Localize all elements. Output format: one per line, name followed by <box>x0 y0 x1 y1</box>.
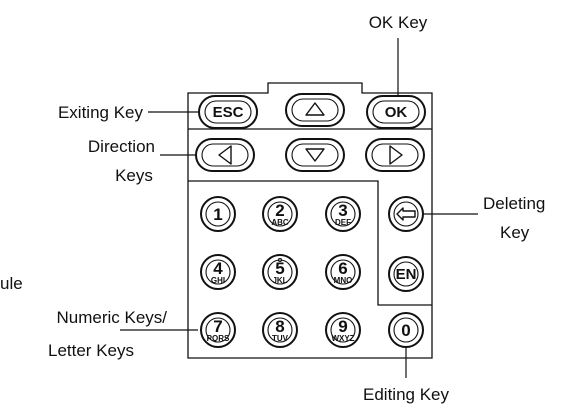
number-key-letters: MNO <box>334 276 353 285</box>
number-key-digit: 9 <box>338 317 347 336</box>
left-key[interactable] <box>195 138 255 172</box>
ok-key-callout: OK Key <box>369 13 428 32</box>
left-triangle-icon <box>218 145 232 165</box>
up-key[interactable] <box>285 93 345 127</box>
right-triangle-icon <box>389 145 403 165</box>
number-key-letters: TUV <box>272 334 289 343</box>
number-key-digit: 8 <box>275 317 284 336</box>
number-key-letters: JKL <box>272 276 287 285</box>
zero-key-label: 0 <box>401 321 410 340</box>
number-key-letters: WXYZ <box>331 334 354 343</box>
number-key-digit: 5 <box>275 259 284 278</box>
deleting-key-callout-line2: Key <box>500 223 530 242</box>
delete-key[interactable] <box>388 196 424 232</box>
module-callout-fragment: ule <box>0 274 23 293</box>
direction-keys-callout-line1: Direction <box>88 137 155 156</box>
number-key-letters: ABC <box>271 218 289 227</box>
number-key-digit: 1 <box>213 205 222 224</box>
tactile-dot-icon <box>277 257 283 263</box>
backspace-arrow-icon <box>396 207 416 221</box>
ok-key-label: OK <box>385 104 408 121</box>
en-key-label: EN <box>396 266 417 283</box>
ok-key[interactable]: OK <box>366 95 426 129</box>
number-key-digit: 7 <box>213 317 222 336</box>
down-triangle-icon <box>305 148 325 162</box>
number-key-letters: GHI <box>211 276 225 285</box>
numeric-keys-callout-line2: Letter Keys <box>48 341 134 360</box>
keypad-outline <box>187 82 433 359</box>
editing-key-callout: Editing Key <box>363 385 449 404</box>
number-key-digit: 4 <box>213 259 223 278</box>
number-key-letters: DEF <box>335 218 351 227</box>
number-key-letters: PQRS <box>207 334 230 343</box>
deleting-key-callout-line1: Deleting <box>483 194 545 213</box>
up-triangle-icon <box>305 102 325 116</box>
exiting-key-callout: Exiting Key <box>58 103 144 122</box>
number-key-digit: 3 <box>338 201 347 220</box>
right-key[interactable] <box>365 138 425 172</box>
numeric-keys-callout-line1: Numeric Keys/ <box>56 308 167 327</box>
en-key[interactable]: EN <box>388 256 424 292</box>
esc-key[interactable]: ESC <box>198 95 258 129</box>
direction-keys-callout-line2: Keys <box>115 166 153 185</box>
number-key-1[interactable]: 1 <box>200 196 236 232</box>
keypad-inner-divider <box>188 180 432 306</box>
down-key[interactable] <box>285 138 345 172</box>
zero-key[interactable]: 0 <box>388 312 424 348</box>
esc-key-label: ESC <box>213 104 244 121</box>
number-key-digit: 6 <box>338 259 347 278</box>
number-key-digit: 2 <box>275 201 284 220</box>
